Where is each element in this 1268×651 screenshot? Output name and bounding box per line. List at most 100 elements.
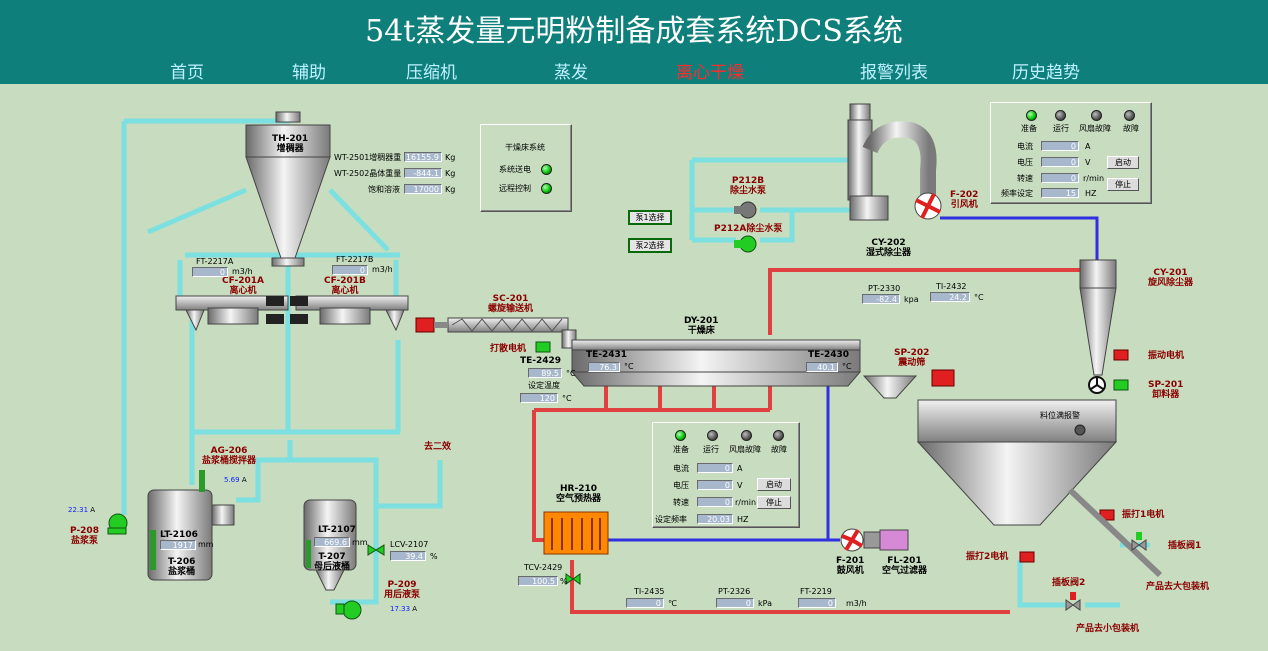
speed-value: 0	[1041, 173, 1079, 183]
system-power-label: 系统送电	[499, 165, 531, 174]
valve-tcv2429	[565, 573, 581, 585]
nav-alarm-list[interactable]: 报警列表	[860, 63, 928, 83]
freq-set-unit: HZ	[1085, 189, 1097, 198]
speed-label: 转速	[673, 498, 689, 507]
red-pipes	[532, 268, 1085, 614]
lcv2107-label: LCV-2107	[390, 540, 429, 549]
set-temp-value[interactable]: 120	[520, 393, 558, 403]
screw-conveyor-sc201	[415, 317, 577, 349]
p209-current: 17.33 A	[390, 605, 418, 613]
freq-set-value[interactable]: 20.03	[697, 514, 733, 524]
p212a-label: P212A除尘水泵	[714, 224, 783, 234]
p208-current: 22.31 A	[68, 506, 96, 514]
freq-set-label: 频率设定	[1001, 189, 1033, 198]
current-label: 电流	[1017, 142, 1033, 151]
fan-f201-control-panel: 准备 运行 风扇故障 故障 电流 0 A 电压 0 V 转速 0 r/min 设…	[652, 422, 800, 528]
current-value: 0	[1041, 141, 1079, 151]
nav-compressor[interactable]: 压缩机	[406, 63, 457, 83]
ft2217a-value: 0	[192, 267, 228, 277]
te2429-label: TE-2429	[520, 356, 562, 366]
lcv2107-value[interactable]: 39.4	[390, 551, 426, 561]
voltage-value: 0	[1041, 157, 1079, 167]
freq-set-value[interactable]: 15	[1041, 188, 1079, 198]
stop-button[interactable]: 停止	[1107, 178, 1139, 191]
voltage-unit: V	[737, 481, 743, 490]
fan-f202	[914, 192, 942, 220]
remote-control-label: 远程控制	[499, 184, 531, 193]
te2431-label: TE-2431	[586, 350, 628, 360]
gate-valve1-label: 插板阀1	[1168, 541, 1202, 551]
ft2219-label: FT-2219	[800, 587, 832, 596]
ft2217b-unit: m3/h	[372, 265, 393, 274]
wt2502-unit: Kg	[445, 169, 456, 178]
voltage-unit: V	[1085, 158, 1091, 167]
te2430-label: TE-2430	[808, 350, 850, 360]
wt2501-value: 16155.9	[404, 152, 442, 162]
start-button[interactable]: 启动	[1107, 156, 1139, 169]
te2431-unit: °C	[624, 362, 634, 371]
saturated-solution-label: 饱和溶液	[368, 185, 400, 194]
tcv2429-value[interactable]: 100.5	[518, 576, 558, 586]
remote-control-led	[541, 183, 552, 194]
nav-centrifuge-drying[interactable]: 离心干燥	[676, 63, 744, 83]
pump1-select-button[interactable]: 泵1选择	[628, 210, 672, 225]
nav-home[interactable]: 首页	[170, 63, 204, 83]
start-button[interactable]: 启动	[757, 478, 791, 491]
pt2326-label: PT-2326	[718, 587, 751, 596]
fan-f201	[840, 528, 909, 552]
pump2-select-button[interactable]: 泵2选择	[628, 238, 672, 253]
fan-fault-label: 风扇故障	[729, 445, 761, 454]
pump-p209	[335, 600, 362, 620]
speed-label: 转速	[1017, 174, 1033, 183]
current-unit: A	[1085, 142, 1091, 151]
gate-valve2-label: 插板阀2	[1052, 578, 1086, 588]
ft2219-value: 0	[798, 598, 836, 608]
thickener-th201	[245, 111, 331, 267]
running-label: 运行	[703, 445, 719, 454]
ft2217b-value: 0	[332, 265, 368, 275]
ti2435-value: 0	[626, 598, 664, 608]
current-value: 0	[697, 463, 733, 473]
pt2326-unit: kPa	[758, 599, 772, 608]
centrifuge-cf201a	[175, 295, 289, 332]
pt2330-unit: kpa	[904, 295, 919, 304]
nav-auxiliary[interactable]: 辅助	[292, 63, 326, 83]
ft2217b-label: FT-2217B	[336, 255, 374, 264]
nav-evaporation[interactable]: 蒸发	[554, 63, 588, 83]
dryer-system-panel: 干燥床系统 系统送电 远程控制	[480, 124, 572, 212]
lt2107-unit: mm	[352, 538, 368, 547]
dryer-dy201	[535, 339, 862, 387]
wt2502-value: -844.1	[404, 168, 442, 178]
saturated-solution-value[interactable]: 17000	[404, 184, 442, 194]
ti2432-unit: °C	[974, 293, 984, 302]
fault-led	[773, 430, 784, 441]
speed-unit: r/min	[1083, 174, 1105, 183]
ti2432-value: 24.2	[930, 292, 970, 302]
ready-label: 准备	[673, 445, 689, 454]
ti2435-label: TI-2435	[634, 587, 665, 596]
bin-full-alarm-label: 料位满报警	[1040, 411, 1080, 420]
saturated-solution-unit: Kg	[445, 185, 456, 194]
running-label: 运行	[1053, 124, 1069, 133]
ti2432-label: TI-2432	[936, 282, 967, 291]
current-unit: A	[737, 464, 743, 473]
stop-button[interactable]: 停止	[757, 496, 791, 509]
to-second-effect-label: 去二效	[424, 442, 452, 452]
nav-history-trend[interactable]: 历史趋势	[1012, 63, 1080, 83]
ready-led	[1026, 110, 1037, 121]
ft2217a-unit: m3/h	[232, 267, 253, 276]
pt2330-label: PT-2330	[868, 284, 901, 293]
lt2106-value: 1917	[160, 540, 196, 550]
fan-f202-control-panel: 准备 运行 风扇故障 故障 电流 0 A 电压 0 V 转速 0 r/min 频…	[990, 102, 1152, 204]
